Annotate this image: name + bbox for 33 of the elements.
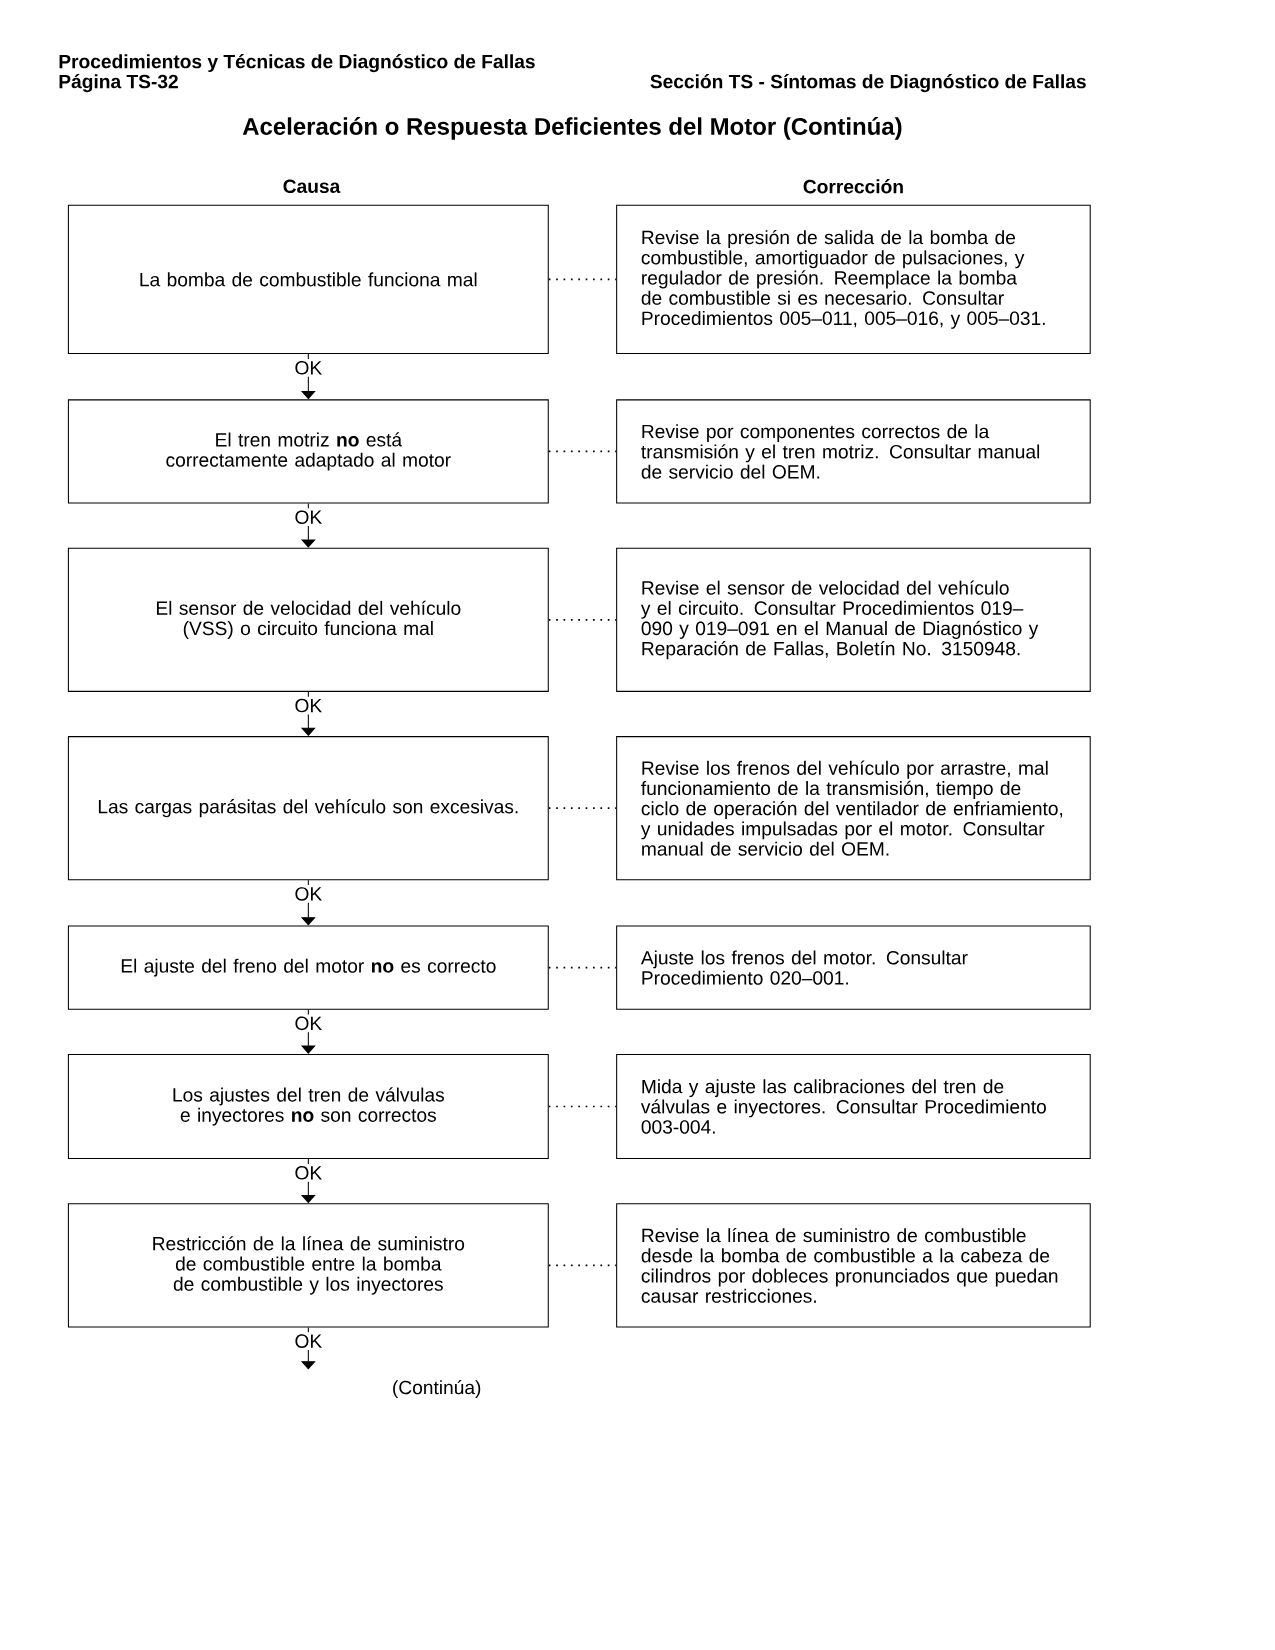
edge-label: OK	[292, 358, 325, 377]
edge-label: OK	[292, 508, 325, 527]
cause-box: La bomba de combustible funciona mal	[67, 204, 549, 355]
edge-label: OK	[292, 885, 325, 903]
edge-label: OK	[292, 696, 325, 715]
cause-box: Los ajustes del tren de válvulas e inyectores no son correctos	[67, 1053, 549, 1160]
dotted-leader	[547, 618, 617, 621]
correction-box: Mida y ajuste las calibraciones del tren de válvulas e inyectores. Consultar Procedimiento 003-004.	[615, 1053, 1091, 1160]
header-text: Página TS-32	[59, 74, 178, 93]
dotted-leader	[547, 450, 617, 453]
dotted-leader	[547, 1105, 617, 1108]
correction-box: Revise por componentes correctos de la transmisión y el tren motriz. Consultar manual de servicio del OEM.	[615, 399, 1091, 504]
edge-label: OK	[292, 1332, 325, 1351]
correction-box: Revise la presión de salida de la bomba de combustible, amortiguador de pulsaciones, y regulador de presión. Reemplace la bomba de combustible si es necesario. Consultar Procedimientos 005–011, 005–016, y 005–031.	[615, 204, 1091, 355]
dotted-leader	[547, 807, 617, 809]
cause-box: El tren motriz no está correctamente adaptado al motor	[67, 399, 549, 504]
cause-box: El ajuste del freno del motor no es correcto	[67, 925, 549, 1010]
cause-box: Las cargas parásitas del vehículo son excesivas.	[67, 736, 549, 881]
title: Aceleración o Respuesta Deficientes del Motor (Continúa)	[242, 117, 902, 140]
edge-label: OK	[292, 1014, 325, 1033]
header-text: Procedimientos y Técnicas de Diagnóstico de Fallas	[59, 54, 535, 73]
correction-box: Ajuste los frenos del motor. Consultar Procedimiento 020–001.	[615, 925, 1091, 1010]
edge-label: OK	[292, 1163, 325, 1182]
cause-box: El sensor de velocidad del vehículo (VSS) o circuito funciona mal	[67, 547, 549, 692]
correction-box: Revise la línea de suministro de combustible desde la bomba de combustible a la cabeza de cilindros por dobleces pronunciados que puedan causar restricciones.	[615, 1203, 1091, 1328]
header-text: Sección TS - Síntomas de Diagnóstico de Fallas	[650, 74, 1086, 93]
continued-note: (Continúa)	[392, 1380, 481, 1399]
correction-box: Revise el sensor de velocidad del vehículo y el circuito. Consultar Procedimientos 019–090 y 019–091 en el Manual de Diagnóstico y Reparación de Fallas, Boletín No. 3150948.	[615, 547, 1091, 692]
dotted-leader	[547, 1264, 617, 1267]
correction-box: Revise los frenos del vehículo por arrastre, mal funcionamiento de la transmisión, tiempo de ciclo de operación del ventilador de enfriamiento, y unidades impulsadas por el motor. Consultar manual de servicio del OEM.	[615, 736, 1091, 881]
dotted-leader	[547, 966, 617, 969]
cause-box: Restricción de la línea de suministro de combustible entre la bomba de combustible y los inyectores	[67, 1203, 549, 1328]
dotted-leader	[547, 278, 617, 281]
